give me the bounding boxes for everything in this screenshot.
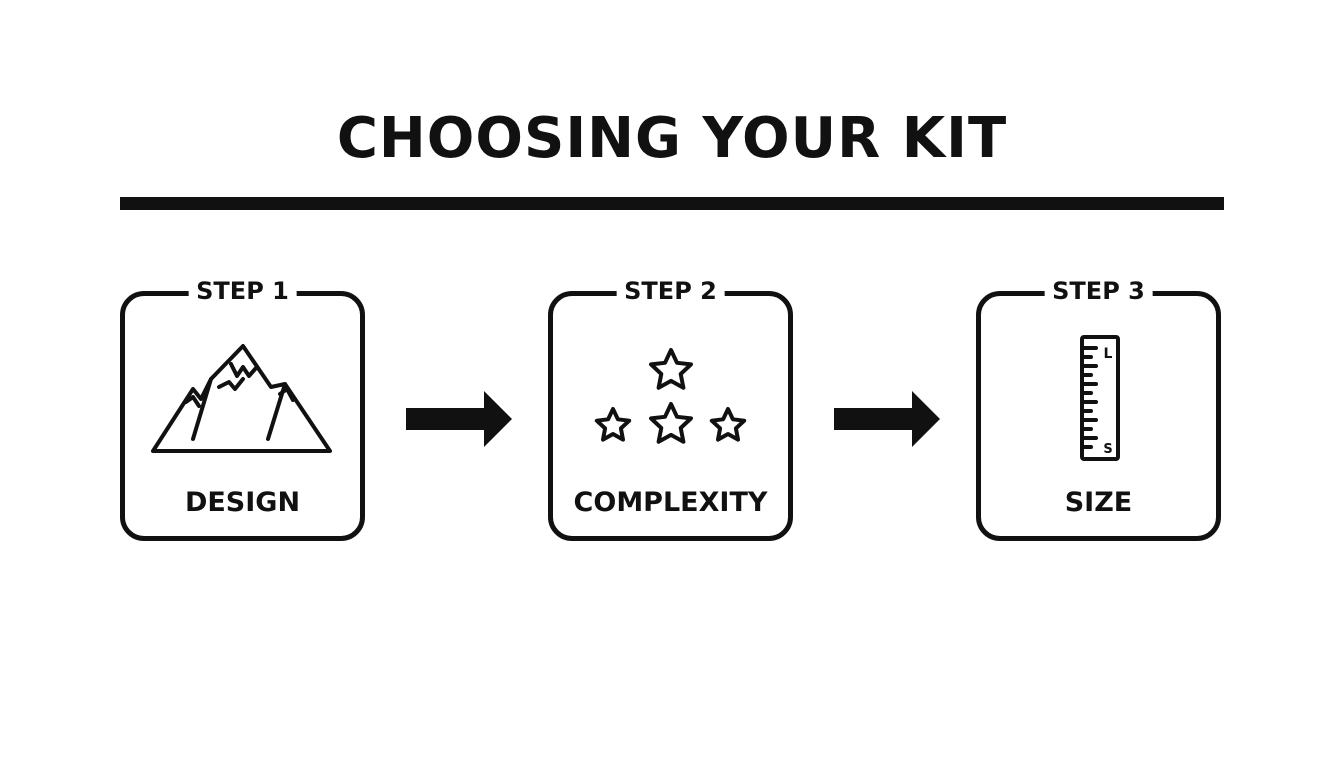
mountain-icon (125, 334, 360, 474)
step-label: SIZE (1064, 487, 1133, 518)
step-tag: STEP 2 (616, 276, 725, 306)
arrow-right-icon (406, 391, 512, 447)
stars-icon (553, 334, 788, 474)
step-card-complexity: STEP 2 COMPLEXITY (548, 276, 793, 541)
step-tag: STEP 3 (1044, 276, 1153, 306)
step-card-size: STEP 3 L S SIZE (976, 276, 1221, 541)
ruler-mark-small: S (1103, 442, 1112, 457)
step-label: COMPLEXITY (573, 487, 768, 518)
step-card-design: STEP 1 DESIGN (120, 276, 365, 541)
ruler-mark-large: L (1103, 346, 1112, 362)
step-tag: STEP 1 (188, 276, 297, 306)
arrow-right-icon (834, 391, 940, 447)
ruler-icon: L S (981, 334, 1216, 474)
page-title: CHOOSING YOUR KIT (336, 106, 1008, 171)
title-divider (120, 197, 1224, 210)
step-label: DESIGN (184, 487, 301, 518)
